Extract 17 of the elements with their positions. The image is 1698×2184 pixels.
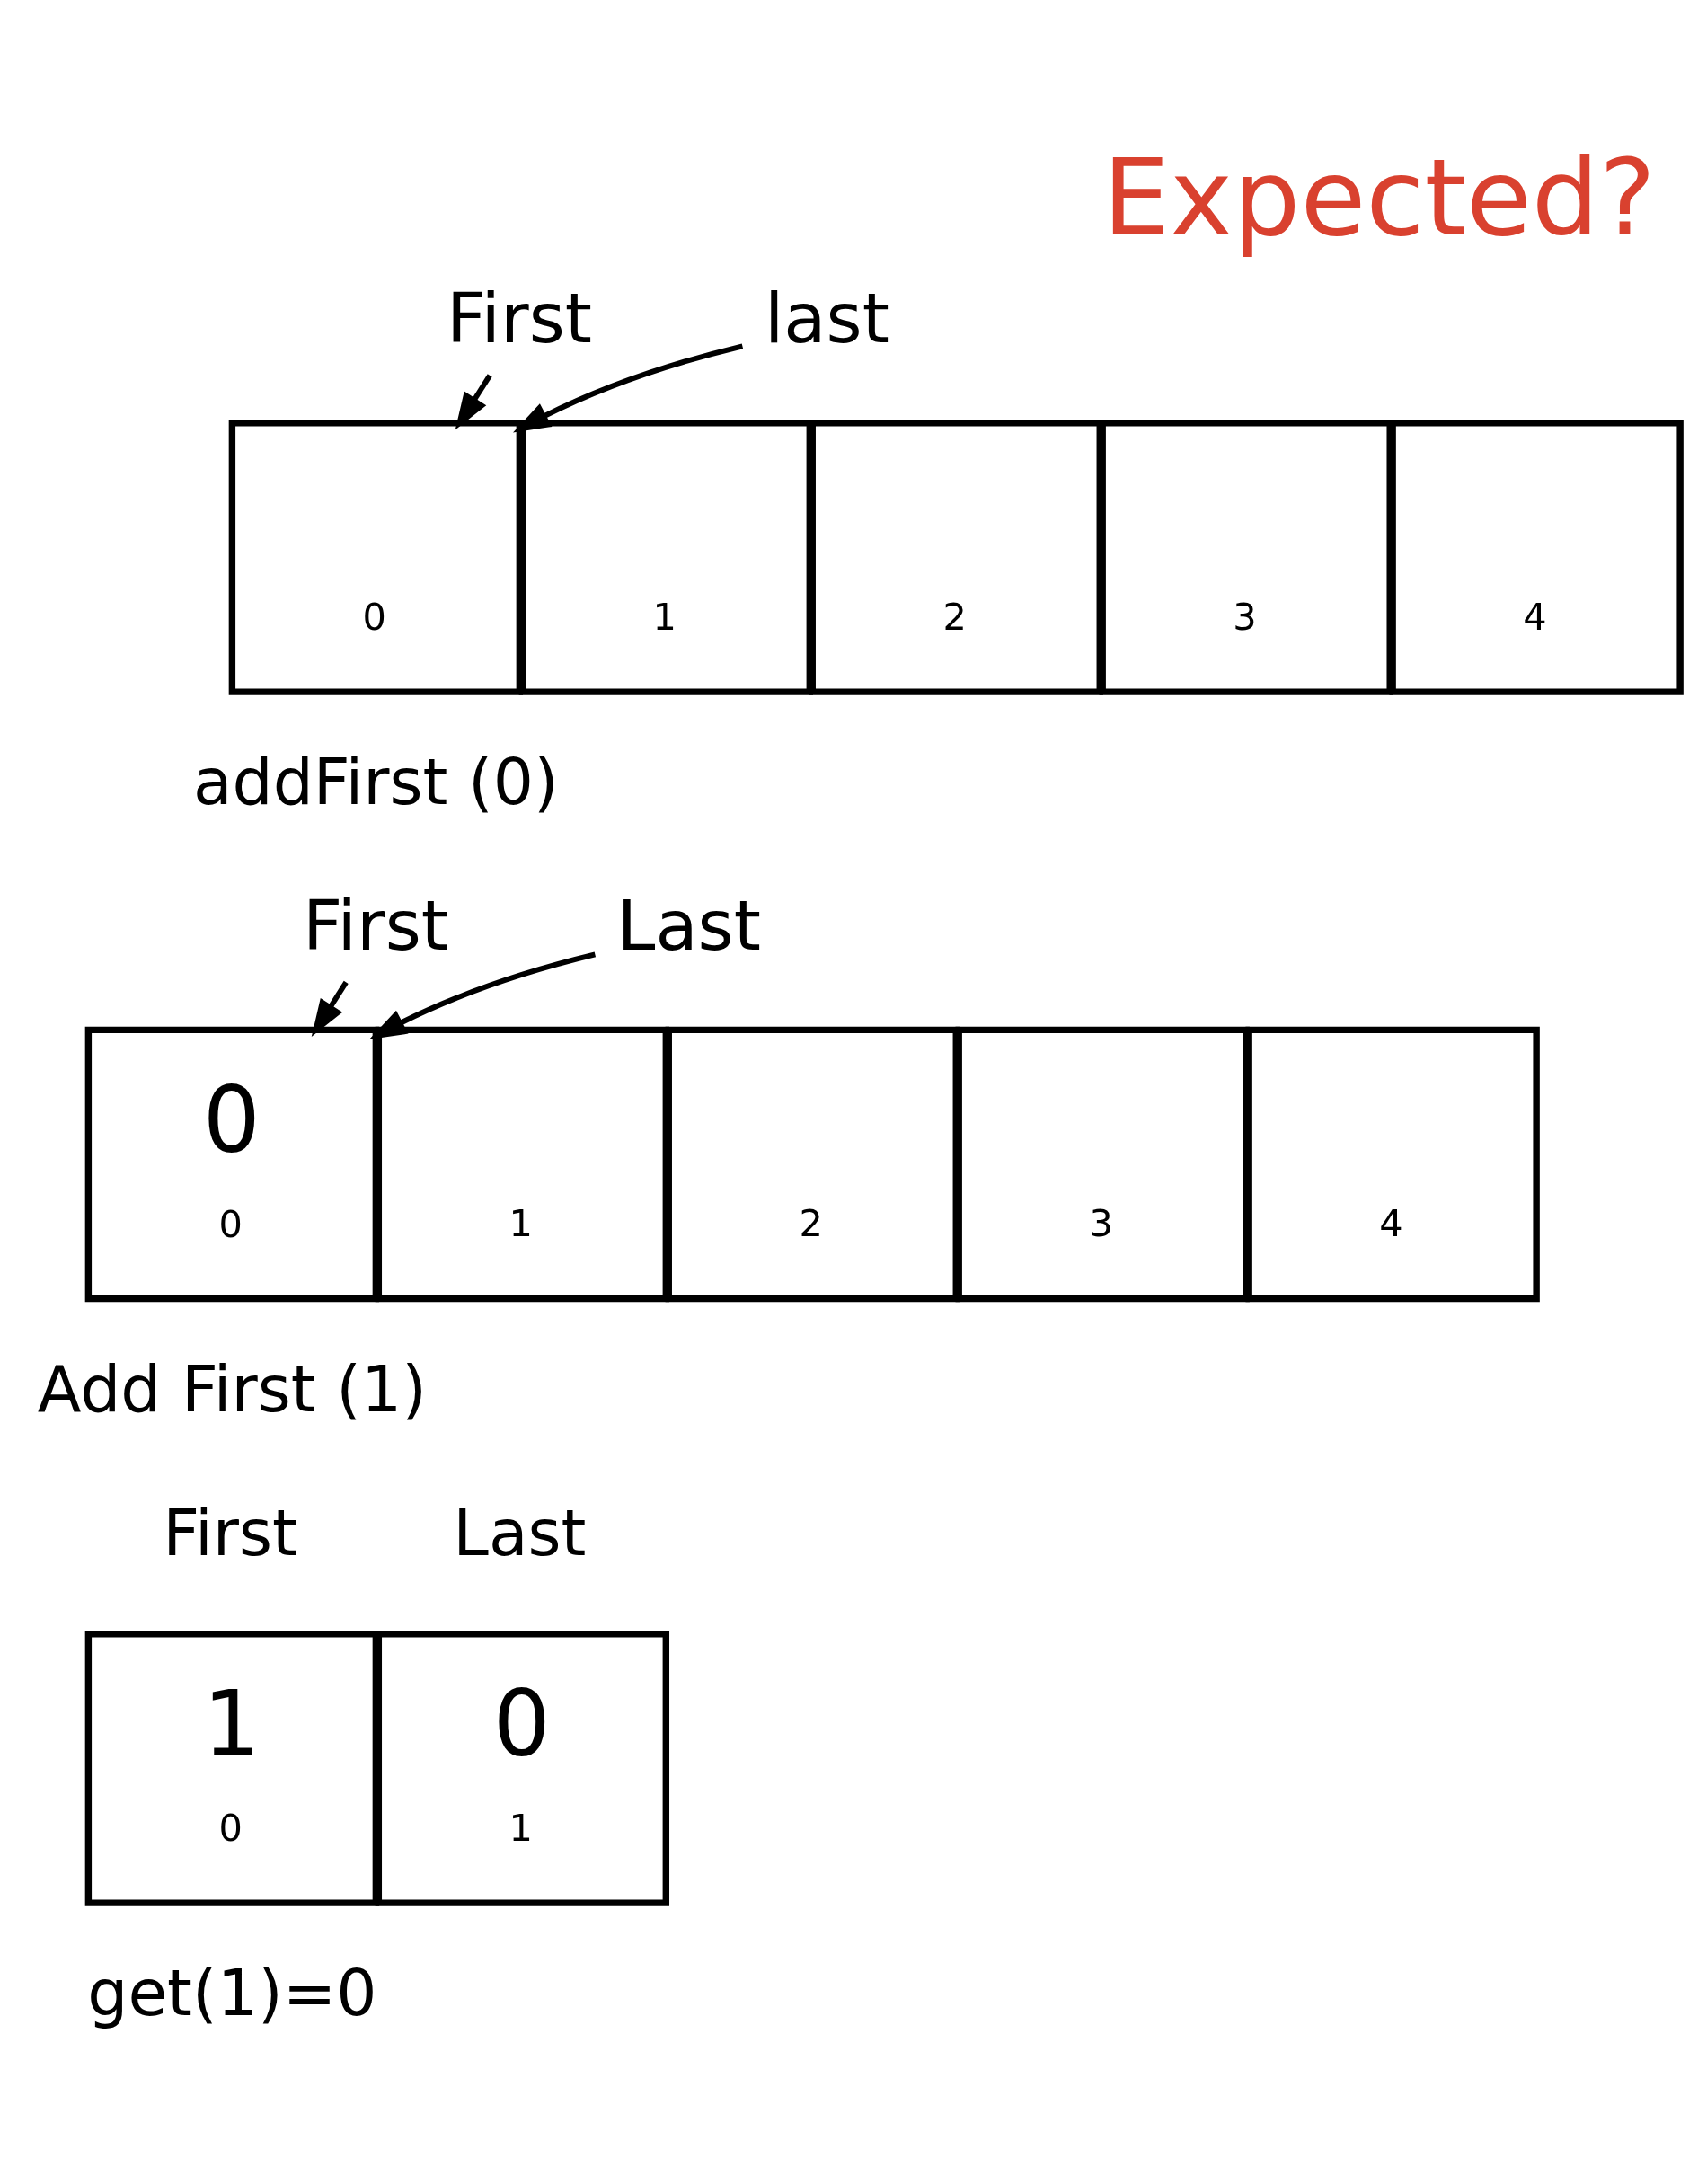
- node-box: 4: [1245, 1026, 1540, 1302]
- node-text: First: [446, 277, 592, 358]
- diagram-title: Expected?: [1102, 135, 1656, 260]
- arrow: [513, 342, 744, 433]
- node-text: First: [302, 884, 448, 966]
- label: Last: [453, 1495, 587, 1570]
- label: get(1)=0: [87, 1955, 377, 2030]
- node-text: last: [764, 277, 889, 358]
- node-box: 0 1: [375, 1630, 669, 1906]
- label: Add First (1): [37, 1351, 427, 1427]
- label: First: [163, 1495, 297, 1570]
- node-text: Last: [616, 884, 761, 966]
- node-box: 4: [1389, 419, 1684, 695]
- arrow: [368, 951, 597, 1039]
- arrow: [455, 373, 492, 429]
- arrow: [311, 980, 349, 1037]
- label: addFirst (0): [192, 744, 559, 819]
